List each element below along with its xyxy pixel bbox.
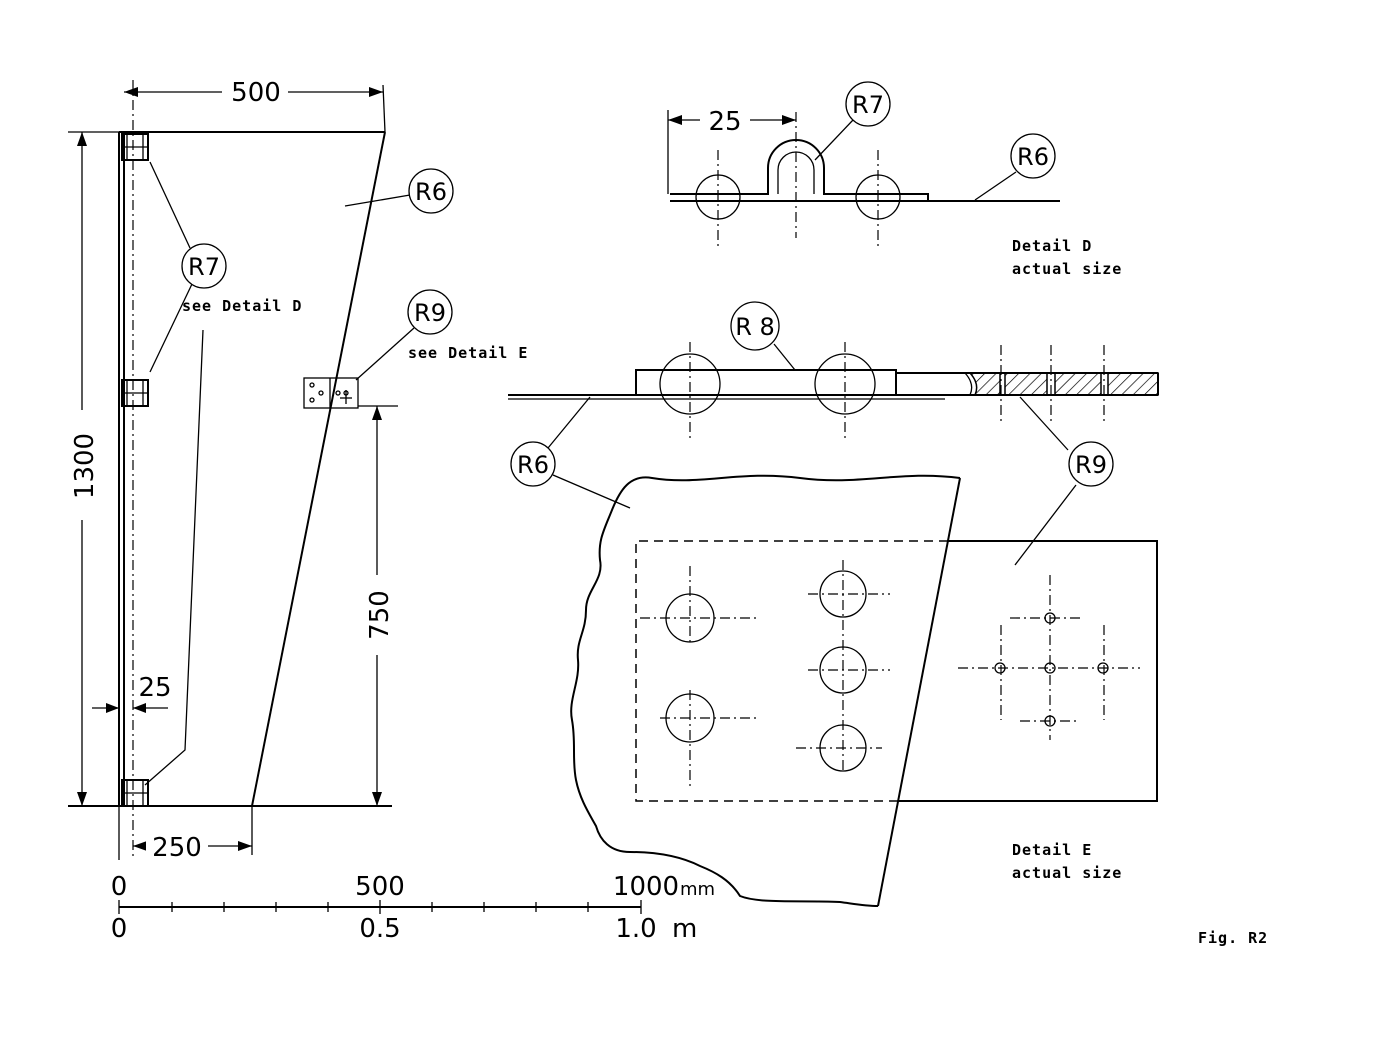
scale-mm-zero: 0	[111, 872, 128, 902]
dim-detail-d-spacing: 25	[708, 107, 741, 137]
dimension-750-fitting: 750	[362, 406, 395, 806]
svg-text:R7: R7	[188, 253, 220, 281]
dim-hinge-offset: 25	[138, 673, 171, 703]
scale-m-zero: 0	[111, 914, 128, 944]
svg-text:R7: R7	[852, 91, 884, 119]
dim-fitting-height: 750	[365, 590, 395, 640]
hinge-bottom	[121, 779, 149, 807]
svg-text:R9: R9	[414, 299, 446, 327]
detail-e-subtitle: actual size	[1012, 864, 1122, 882]
detail-e-title: Detail E	[1012, 841, 1092, 859]
detail-e-plan-view	[570, 474, 1158, 907]
callout-r8-detail: R 8	[730, 301, 796, 371]
callout-r6-detail-e: R6	[510, 396, 631, 509]
svg-text:R6: R6	[1017, 143, 1049, 171]
small-hole-pattern	[958, 575, 1140, 740]
callout-r7-detail: R7	[814, 81, 891, 161]
scale-mm-mid: 500	[355, 872, 405, 902]
note-see-detail-d: see Detail D	[182, 297, 302, 315]
svg-text:R9: R9	[1075, 451, 1107, 479]
scale-mm-unit: mm	[680, 879, 715, 900]
hinge-top	[121, 133, 149, 161]
bolt-hole-mid-top	[808, 560, 890, 770]
scale-m-unit: m	[672, 914, 697, 944]
callout-r9-detail-e: R9	[1014, 396, 1114, 566]
detail-e-side-view	[508, 342, 1159, 440]
detail-d: 25	[667, 106, 1060, 248]
dimension-25-hinge: 25	[92, 673, 172, 713]
bolt-hole-mid-center	[808, 646, 890, 694]
svg-text:R6: R6	[415, 178, 447, 206]
svg-text:R6: R6	[517, 451, 549, 479]
figure-label: Fig. R2	[1198, 929, 1268, 947]
scale-mm-end: 1000	[613, 872, 679, 902]
dimension-500-top: 500	[124, 76, 386, 133]
note-see-detail-e: see Detail E	[408, 344, 528, 362]
callout-r9-main: R9	[355, 289, 453, 381]
dim-height: 1300	[70, 433, 100, 499]
callout-r6-detail: R6	[974, 133, 1056, 201]
detail-d-title: Detail D	[1012, 237, 1092, 255]
callout-r6-main: R6	[344, 168, 454, 214]
detail-d-subtitle: actual size	[1012, 260, 1122, 278]
svg-text:R 8: R 8	[735, 313, 775, 341]
scale-m-end: 1.0	[615, 914, 656, 944]
dimension-250-bottom: 250	[118, 806, 253, 863]
scale-m-mid: 0.5	[359, 914, 400, 944]
dim-bottom-offset: 250	[152, 833, 202, 863]
bolt-hole-left-bottom	[660, 690, 756, 790]
fitting-r9-small	[303, 377, 398, 409]
callout-r7-main: R7	[149, 161, 227, 373]
rudder-main-view	[68, 80, 398, 860]
bolt-hole-left-top	[640, 566, 756, 646]
bolt-hole-mid-bottom	[796, 724, 882, 772]
dim-top-width: 500	[231, 78, 281, 108]
hinge-middle	[121, 379, 149, 407]
dimension-1300-height: 1300	[66, 132, 100, 806]
scale-bar: 0 500 1000 mm 0 0.5 1.0 m	[111, 872, 715, 944]
